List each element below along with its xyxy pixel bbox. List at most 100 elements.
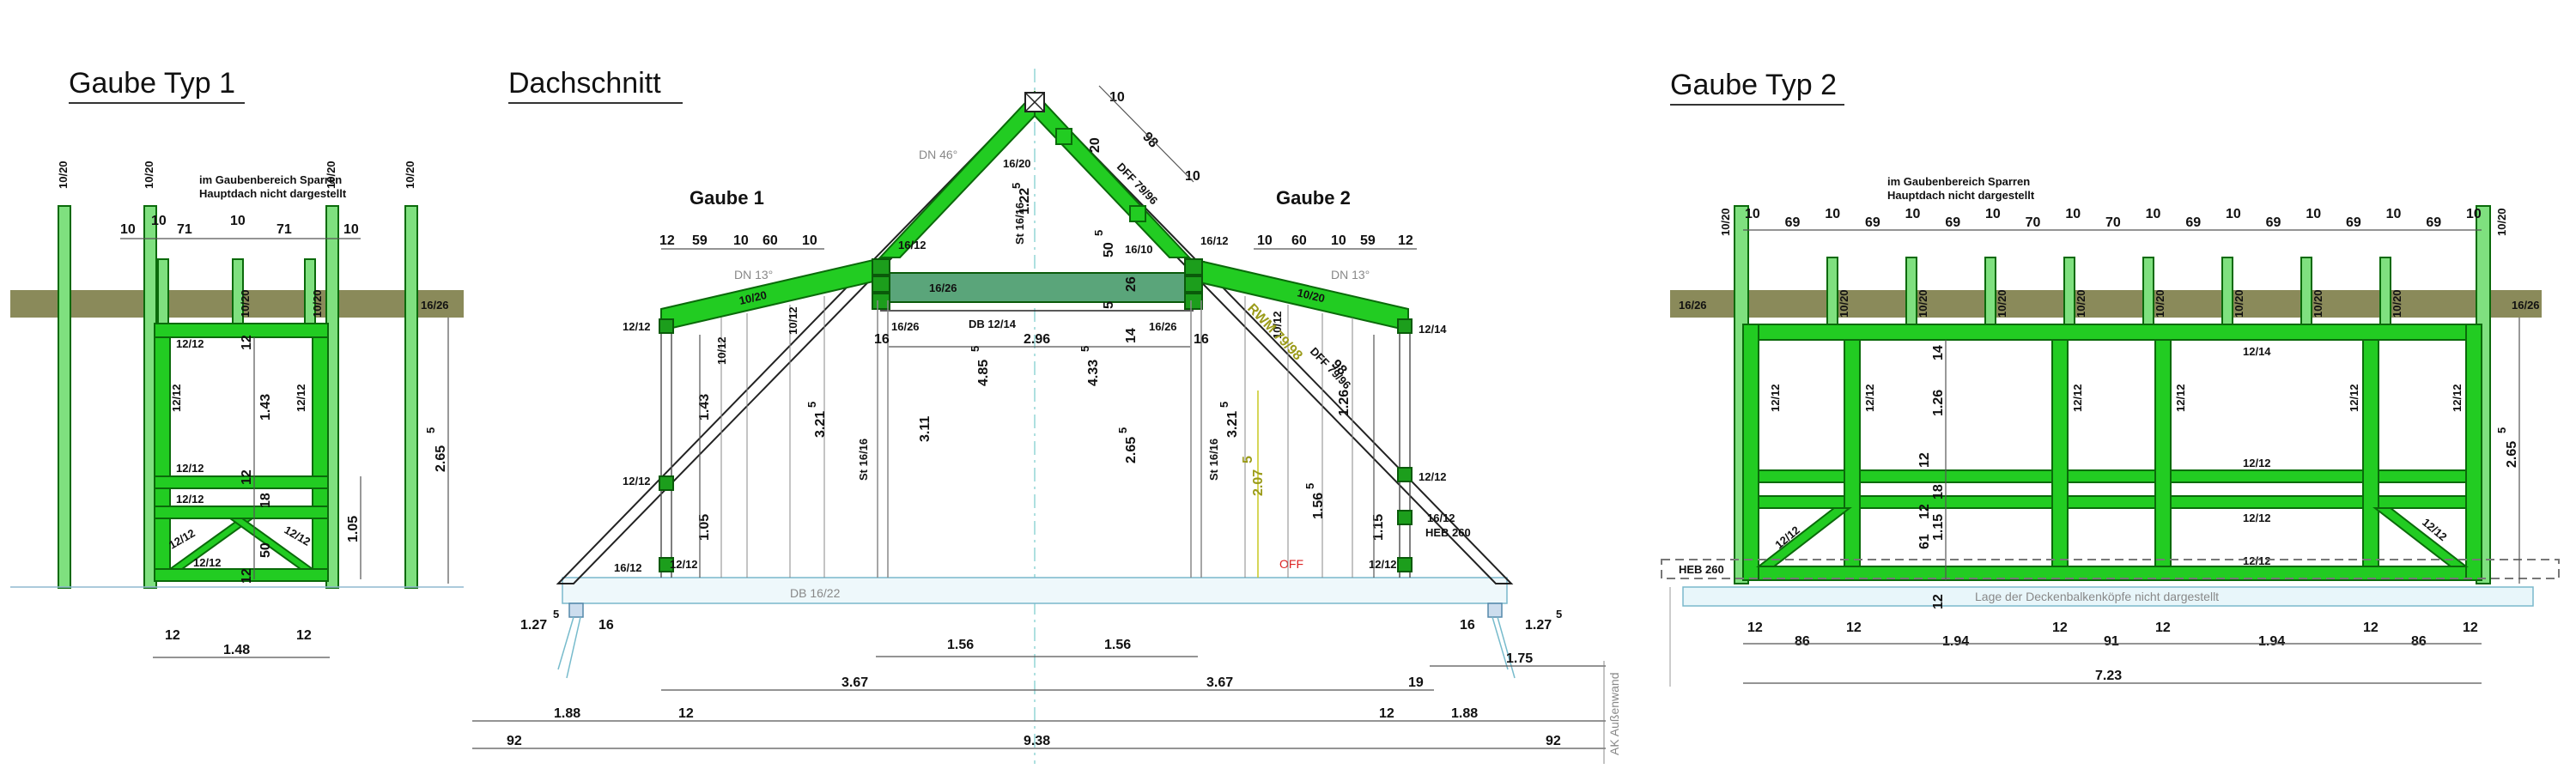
gaube2-top-dim: 10 xyxy=(2226,207,2241,221)
section-heb-label: HEB 260 xyxy=(1425,526,1471,539)
gaube2-corner-right-label: 10/20 xyxy=(2495,208,2508,236)
section-leg-left-b xyxy=(566,616,581,679)
gaube2-heb-label: HEB 260 xyxy=(1679,563,1724,576)
dim-b16r: 16 xyxy=(1460,618,1475,633)
dim-b16l: 16 xyxy=(598,618,614,633)
section-title: Dachschnitt xyxy=(508,67,661,100)
dim-g2-h115: 1.15 xyxy=(1931,514,1946,541)
gaube1-bottom-rail-label: 12/12 xyxy=(193,556,222,569)
section-corner-block-r1 xyxy=(1184,258,1203,275)
section-collar-tie-label: DB 12/14 xyxy=(969,318,1017,330)
gaube2-top-dim: 69 xyxy=(1865,215,1880,230)
gaube2-floor-note: Lage der Deckenbalkenköpfe nicht dargest… xyxy=(1975,590,2219,603)
gaube2-bottom-dim: 12 xyxy=(2155,621,2171,635)
section-ridge-block-l xyxy=(1055,128,1072,145)
dim-w296: 2.96 xyxy=(1024,332,1050,347)
gaube2-post-3 xyxy=(2051,339,2069,567)
gaube2-brace-right xyxy=(2372,507,2469,567)
gaube2-stud-label: 10/20 xyxy=(1917,289,1929,318)
section-off-label: OFF xyxy=(1279,557,1303,571)
section-support-right xyxy=(1487,602,1503,618)
dim-s-g2-60: 60 xyxy=(1291,233,1307,248)
gaube2-bottom-dim: 86 xyxy=(2411,634,2427,649)
gaube1-top-rail xyxy=(154,323,329,338)
section-floor-slab xyxy=(562,577,1508,604)
section-pad-right-label: 16/26 xyxy=(1149,320,1177,333)
section-post-left-label: St 16/16 xyxy=(857,439,870,481)
gaube2-top-rail-label: 12/14 xyxy=(2243,345,2271,358)
section-wall-block-r3 xyxy=(1397,510,1413,525)
dim-top-98: 98 xyxy=(1139,130,1161,151)
dim-b367a: 3.67 xyxy=(841,675,868,690)
section-beam-block-l xyxy=(659,318,674,334)
dim-g2-h126: 1.26 xyxy=(1931,390,1946,416)
section-ridge-block-r xyxy=(1129,205,1146,222)
dim-g2-h12b: 12 xyxy=(1917,504,1932,519)
dim-g1-10d: 10 xyxy=(343,222,359,237)
dim-g1-71a: 71 xyxy=(177,222,192,237)
gaube2-stud-label: 10/20 xyxy=(2154,289,2166,318)
dim-h321-sup: 5 xyxy=(805,402,818,408)
section-gaube2-label: Gaube 2 xyxy=(1276,187,1351,209)
dim-g1-71b: 71 xyxy=(276,222,292,237)
gaube2-top-dim: 10 xyxy=(2065,207,2081,221)
dim-h156-sup: 5 xyxy=(1303,483,1316,489)
gaube2-stud xyxy=(1984,257,1996,325)
dim-b127r: 1.27 xyxy=(1525,618,1552,633)
dim-s-g1-60: 60 xyxy=(762,233,778,248)
section-leg-left xyxy=(557,616,574,670)
gaube2-post-1 xyxy=(1742,324,1759,581)
gaube2-low-rail-label: 12/12 xyxy=(2243,512,2271,524)
gaube2-bottom-dim: 12 xyxy=(2363,621,2379,635)
gaube2-top-dim: 70 xyxy=(2105,215,2121,230)
dim-g1-h12c: 12 xyxy=(240,568,254,584)
gaube1-note-line1: im Gaubenbereich Sparren xyxy=(199,173,342,186)
gaube1-bottom-rail xyxy=(154,568,329,582)
gaube2-bottom-dim: 12 xyxy=(1747,621,1763,635)
gaube2-heb-beam xyxy=(1661,559,2560,579)
gaube2-bottom-dim: 12 xyxy=(2463,621,2478,635)
dim-h14: 14 xyxy=(1124,328,1139,343)
dim-top-10a: 10 xyxy=(1109,90,1125,105)
section-rwm-label: RWM 79/98 xyxy=(1244,301,1305,363)
gaube2-post-4 xyxy=(2154,339,2172,567)
dim-b127l-sup: 5 xyxy=(553,608,559,621)
gaube2-bottom-rail-label: 12/12 xyxy=(2243,554,2271,567)
section-leg-right xyxy=(1492,616,1509,670)
dim-h433: 4.33 xyxy=(1086,360,1101,386)
gaube2-floor-slab xyxy=(1682,586,2534,607)
dim-g2-total: 7.23 xyxy=(2095,669,2122,683)
gaube2-post-2-label: 12/12 xyxy=(1863,384,1876,412)
dim-h321r-sup: 5 xyxy=(1218,402,1230,408)
section-wall-block-r xyxy=(1397,467,1413,482)
section-foot-left-label: 16/12 xyxy=(614,561,642,574)
dim-g2-h14: 14 xyxy=(1931,345,1946,360)
dim-s-g1-59: 59 xyxy=(692,233,708,248)
gaube2-post-5 xyxy=(2362,339,2379,567)
section-stud-l-label: 10/12 xyxy=(715,336,728,365)
gaube2-stud-label: 10/20 xyxy=(1996,289,2008,318)
section-roof-pitch: DN 46° xyxy=(919,148,957,161)
gaube1-post-right-label: 12/12 xyxy=(295,384,307,412)
gaube2-bottom-dim: 91 xyxy=(2104,634,2119,649)
section-corner-block-r2 xyxy=(1184,275,1203,293)
dim-b127l: 1.27 xyxy=(520,618,547,633)
gaube1-stud-1 xyxy=(157,258,169,325)
gaube2-post-6-label: 12/12 xyxy=(2451,384,2464,412)
dim-g1-h265-sup: 5 xyxy=(424,427,437,433)
section-post-right-label: St 16/16 xyxy=(1207,439,1220,481)
gaube1-low-rail-label: 12/12 xyxy=(176,493,204,506)
gaube2-title: Gaube Typ 2 xyxy=(1670,69,1837,101)
dim-g1-10a: 10 xyxy=(120,222,136,237)
dim-g1-h18: 18 xyxy=(258,493,273,508)
dim-top-10b: 10 xyxy=(1185,169,1200,184)
section-dormer-pitch-right: DN 13° xyxy=(1331,268,1370,282)
dim-s-h143: 1.43 xyxy=(697,394,712,421)
dim-b12r: 12 xyxy=(1379,706,1394,721)
gaube2-bottom-dim: 1.94 xyxy=(2258,634,2285,649)
gaube2-top-dim: 69 xyxy=(2346,215,2361,230)
section-dormer-rafter-right-label: 10/20 xyxy=(1296,286,1326,305)
gaube2-note-line1: im Gaubenbereich Sparren xyxy=(1887,175,2030,188)
section-purlin-right-label: 16/12 xyxy=(1200,234,1229,247)
dim-g1-10c: 10 xyxy=(230,214,246,228)
